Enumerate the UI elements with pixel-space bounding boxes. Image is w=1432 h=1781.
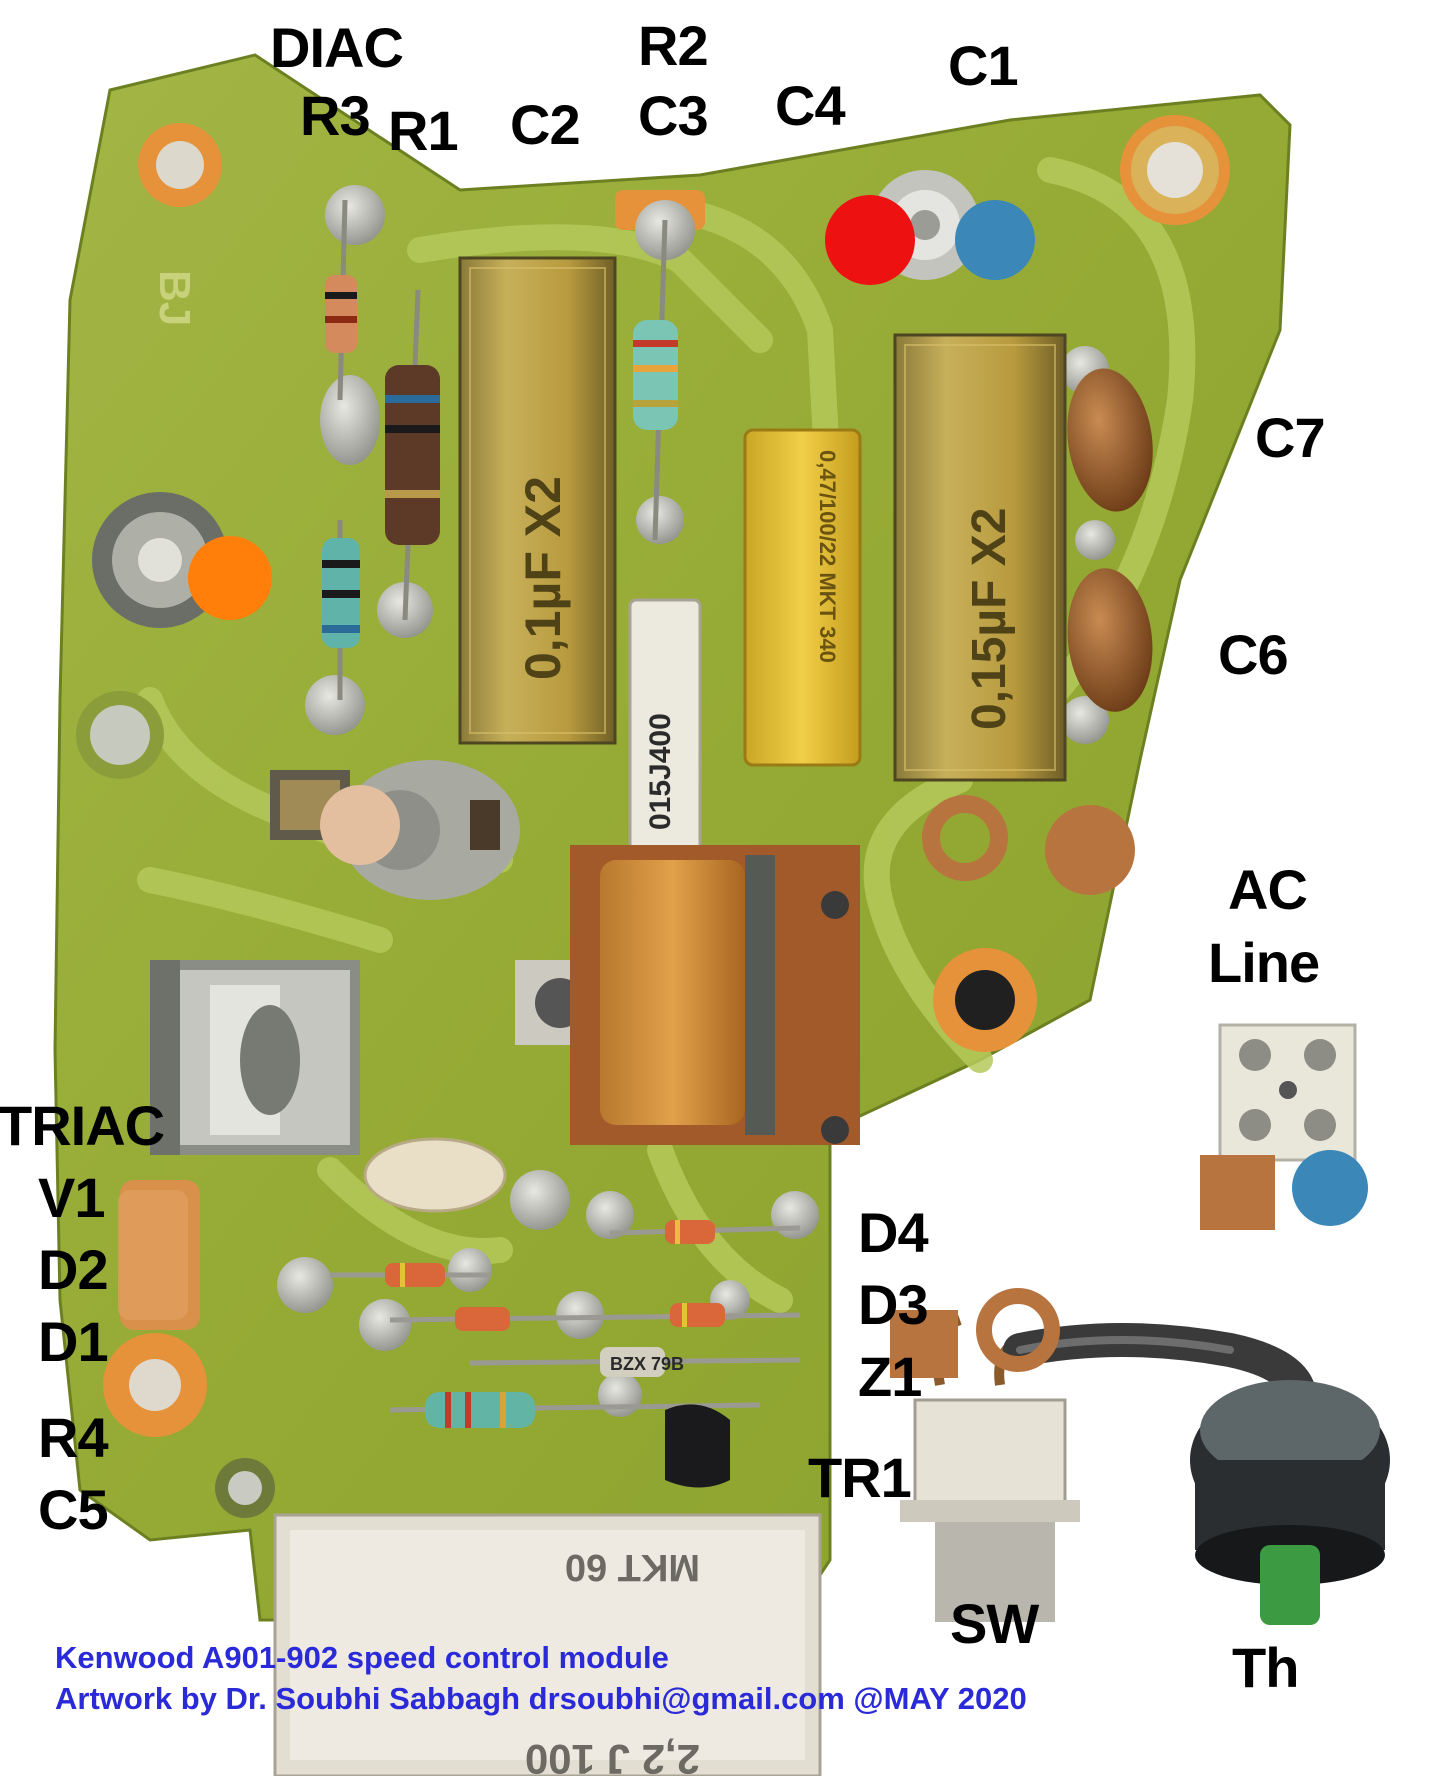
label-r1: R1: [388, 99, 459, 162]
label-d2: D2: [38, 1238, 109, 1301]
label-c6: C6: [1218, 623, 1289, 686]
thermostat-th: [1003, 1323, 1390, 1625]
label-c2: C2: [510, 93, 581, 156]
ac-line-terminal-block: [1218, 1023, 1357, 1162]
label-c3: C3: [638, 84, 709, 147]
label-diac: DIAC: [270, 16, 404, 79]
board-marking: BJ: [150, 270, 199, 326]
triac-heatsink: [150, 960, 360, 1155]
z1-marking: BZX 79B: [610, 1354, 684, 1374]
label-c4: C4: [775, 74, 846, 137]
bottom-components: [330, 1220, 801, 1488]
label-ac: AC: [1228, 858, 1308, 921]
label-th: Th: [1232, 1636, 1299, 1699]
label-r4: R4: [38, 1406, 109, 1469]
label-d1: D1: [38, 1310, 109, 1373]
marker-brown-square-ac-line: [1200, 1155, 1275, 1230]
label-z1: Z1: [858, 1345, 922, 1408]
marker-brown-ac: [1045, 805, 1135, 895]
capacitor-c7: [1067, 368, 1153, 512]
label-c5: C5: [38, 1478, 109, 1541]
label-r3: R3: [300, 84, 371, 147]
capacitor-c1: [893, 333, 1067, 782]
c5-marking: 2,2 J 100: [525, 1736, 700, 1776]
resistor-r1: [385, 289, 440, 621]
capacitor-c4: [743, 428, 862, 767]
resistor-r2: [633, 219, 678, 541]
label-v1: V1: [38, 1166, 105, 1229]
label-d3: D3: [858, 1273, 929, 1336]
label-c7: C7: [1255, 406, 1326, 469]
c4-marking: 0,47/100/22 MKT 340: [815, 450, 840, 663]
label-sw: SW: [950, 1592, 1039, 1655]
silk-pad-2: [118, 1190, 188, 1320]
c2-marking: 0,1µF X2: [515, 476, 571, 680]
marker-brown-square-switch: [890, 1310, 958, 1378]
capacitor-cream: [363, 1137, 507, 1213]
label-r2: R2: [638, 14, 709, 77]
label-c1: C1: [948, 34, 1019, 97]
label-tr1: TR1: [808, 1446, 912, 1509]
resistor-r3: [322, 520, 360, 700]
c1-marking: 0,15µF X2: [963, 508, 1016, 730]
marker-orange-motor: [188, 536, 272, 620]
capacitor-c5: [273, 1513, 822, 1778]
label-d4: D4: [858, 1201, 929, 1264]
marker-brown-ring-switch: [976, 1288, 1060, 1372]
connection-markers: [188, 195, 1368, 1378]
label-line: Line: [1208, 931, 1320, 994]
capacitor-c6: [1067, 568, 1153, 712]
credit-line-1: Kenwood A901-902 speed control module: [55, 1640, 669, 1675]
marker-brown-ring-ac: [922, 795, 1008, 881]
switch-sw: [900, 1315, 1080, 1622]
marker-blue-c1: [955, 200, 1035, 280]
c5-marking-top: MKT 60: [565, 1546, 700, 1588]
capacitor-c2: [458, 256, 617, 745]
c3-marking: 015J400: [644, 713, 677, 830]
inductor-coil: [515, 845, 860, 1145]
label-triac: TRIAC: [0, 1094, 165, 1157]
resistor-diac: [325, 199, 357, 401]
marker-blue-ac-line: [1292, 1150, 1368, 1226]
marker-tan-triac: [320, 785, 400, 865]
marker-red-c1: [825, 195, 915, 285]
credit-line-2: Artwork by Dr. Soubhi Sabbagh drsoubhi@g…: [55, 1681, 1027, 1716]
